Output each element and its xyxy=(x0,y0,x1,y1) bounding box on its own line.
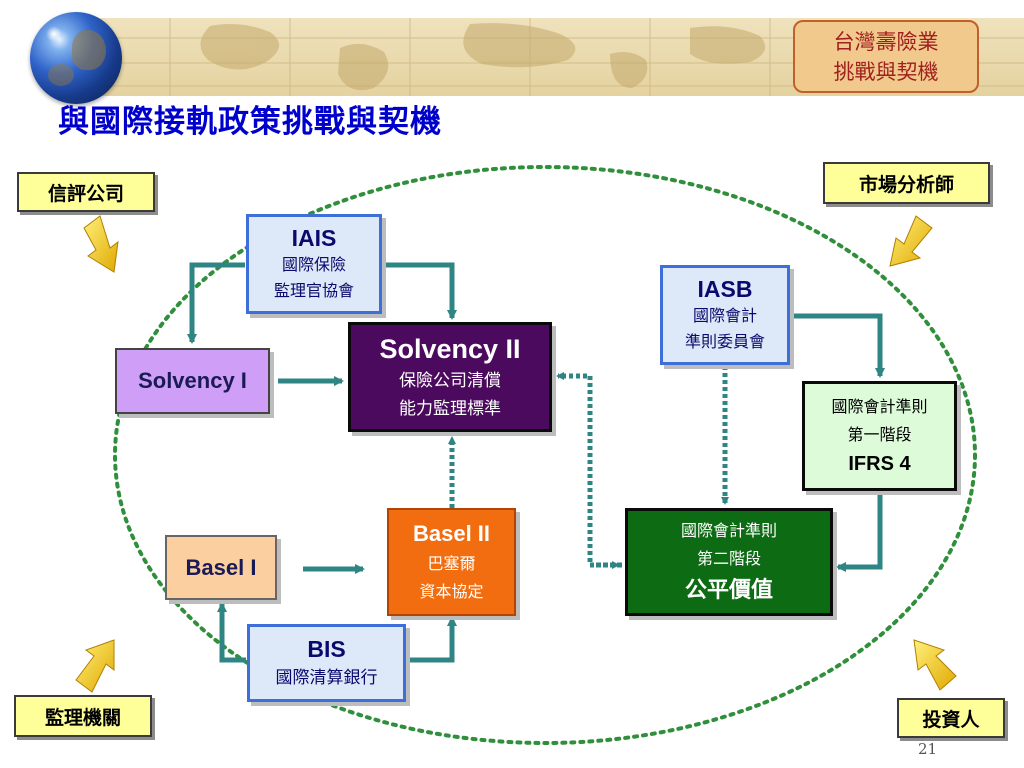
node-solvency2-line1: 保險公司清償 xyxy=(399,371,501,391)
arrow-investor xyxy=(913,639,957,691)
node-iais-line2: 監理官協會 xyxy=(273,281,354,300)
agent-market-analyst: 市場分析師 xyxy=(823,162,990,204)
ecosystem-ellipse xyxy=(113,165,977,745)
node-solvency2-lead: Solvency II xyxy=(379,334,521,364)
node-iais-line1: 國際保險 xyxy=(281,255,346,274)
arrow-market-analyst xyxy=(889,215,933,267)
node-iasb-line2: 準則委員會 xyxy=(684,332,765,351)
arrow-rating-agency xyxy=(83,215,119,273)
page-number: 21 xyxy=(918,740,938,758)
node-solvency2-line2: 能力監理標準 xyxy=(399,399,501,419)
node-ifrs-phase1-lead: IFRS 4 xyxy=(848,453,911,475)
node-bis: BIS 國際清算銀行 xyxy=(247,624,406,702)
node-iasb-lead: IASB xyxy=(697,276,753,302)
node-ifrs-phase1: 國際會計準則 第一階段 IFRS 4 xyxy=(802,381,957,491)
agent-regulator: 監理機關 xyxy=(14,695,152,737)
node-ifrs-phase2-line1: 國際會計準則 xyxy=(680,521,777,540)
node-bis-lead: BIS xyxy=(307,636,346,662)
connector-iasb-to-ifrs1 xyxy=(790,313,885,378)
node-basel1: Basel I xyxy=(165,535,277,600)
node-basel2-line1: 巴塞爾 xyxy=(427,554,476,573)
node-ifrs-phase1-line1: 國際會計準則 xyxy=(831,397,928,416)
agent-rating-agency: 信評公司 xyxy=(17,172,155,212)
node-basel2-line2: 資本協定 xyxy=(419,582,484,601)
node-basel2-lead: Basel II xyxy=(412,521,491,546)
section-badge: 台灣壽險業 挑戰與契機 xyxy=(793,20,979,93)
page-title: 與國際接軌政策挑戰與契機 xyxy=(58,104,442,140)
globe-icon xyxy=(30,12,122,104)
world-map-background xyxy=(90,18,1024,96)
node-solvency2: Solvency II 保險公司清償 能力監理標準 xyxy=(348,322,552,432)
node-solvency1-lead: Solvency I xyxy=(138,368,247,393)
node-iais-lead: IAIS xyxy=(291,225,337,251)
connector-bis-to-basel2 xyxy=(405,616,457,663)
agent-investor: 投資人 xyxy=(897,698,1005,738)
node-basel1-lead: Basel I xyxy=(185,554,257,580)
node-ifrs-phase1-line2: 第一階段 xyxy=(847,425,912,444)
arrow-regulator xyxy=(75,639,115,693)
node-basel2: Basel II 巴塞爾 資本協定 xyxy=(387,508,516,616)
connector-iais-to-solvency1 xyxy=(187,262,245,344)
node-iais: IAIS 國際保險 監理官協會 xyxy=(246,214,382,314)
node-solvency1: Solvency I xyxy=(115,348,270,414)
connector-ifrs2-solvency2 xyxy=(556,372,622,568)
connector-bis-to-basel1 xyxy=(217,602,246,663)
node-ifrs-phase2-line2: 第二階段 xyxy=(696,549,761,568)
node-ifrs-phase2-lead: 公平價值 xyxy=(684,577,773,603)
connector-iais-to-solvency2 xyxy=(382,262,457,320)
connector-ifrs1-to-ifrs2 xyxy=(836,493,883,572)
node-ifrs-phase2: 國際會計準則 第二階段 公平價值 xyxy=(625,508,833,616)
section-badge-line2: 挑戰與契機 xyxy=(833,59,939,84)
node-iasb-line1: 國際會計 xyxy=(692,306,757,325)
node-bis-line1: 國際清算銀行 xyxy=(275,668,378,688)
node-iasb: IASB 國際會計 準則委員會 xyxy=(660,265,790,365)
section-badge-line1: 台灣壽險業 xyxy=(833,29,939,54)
